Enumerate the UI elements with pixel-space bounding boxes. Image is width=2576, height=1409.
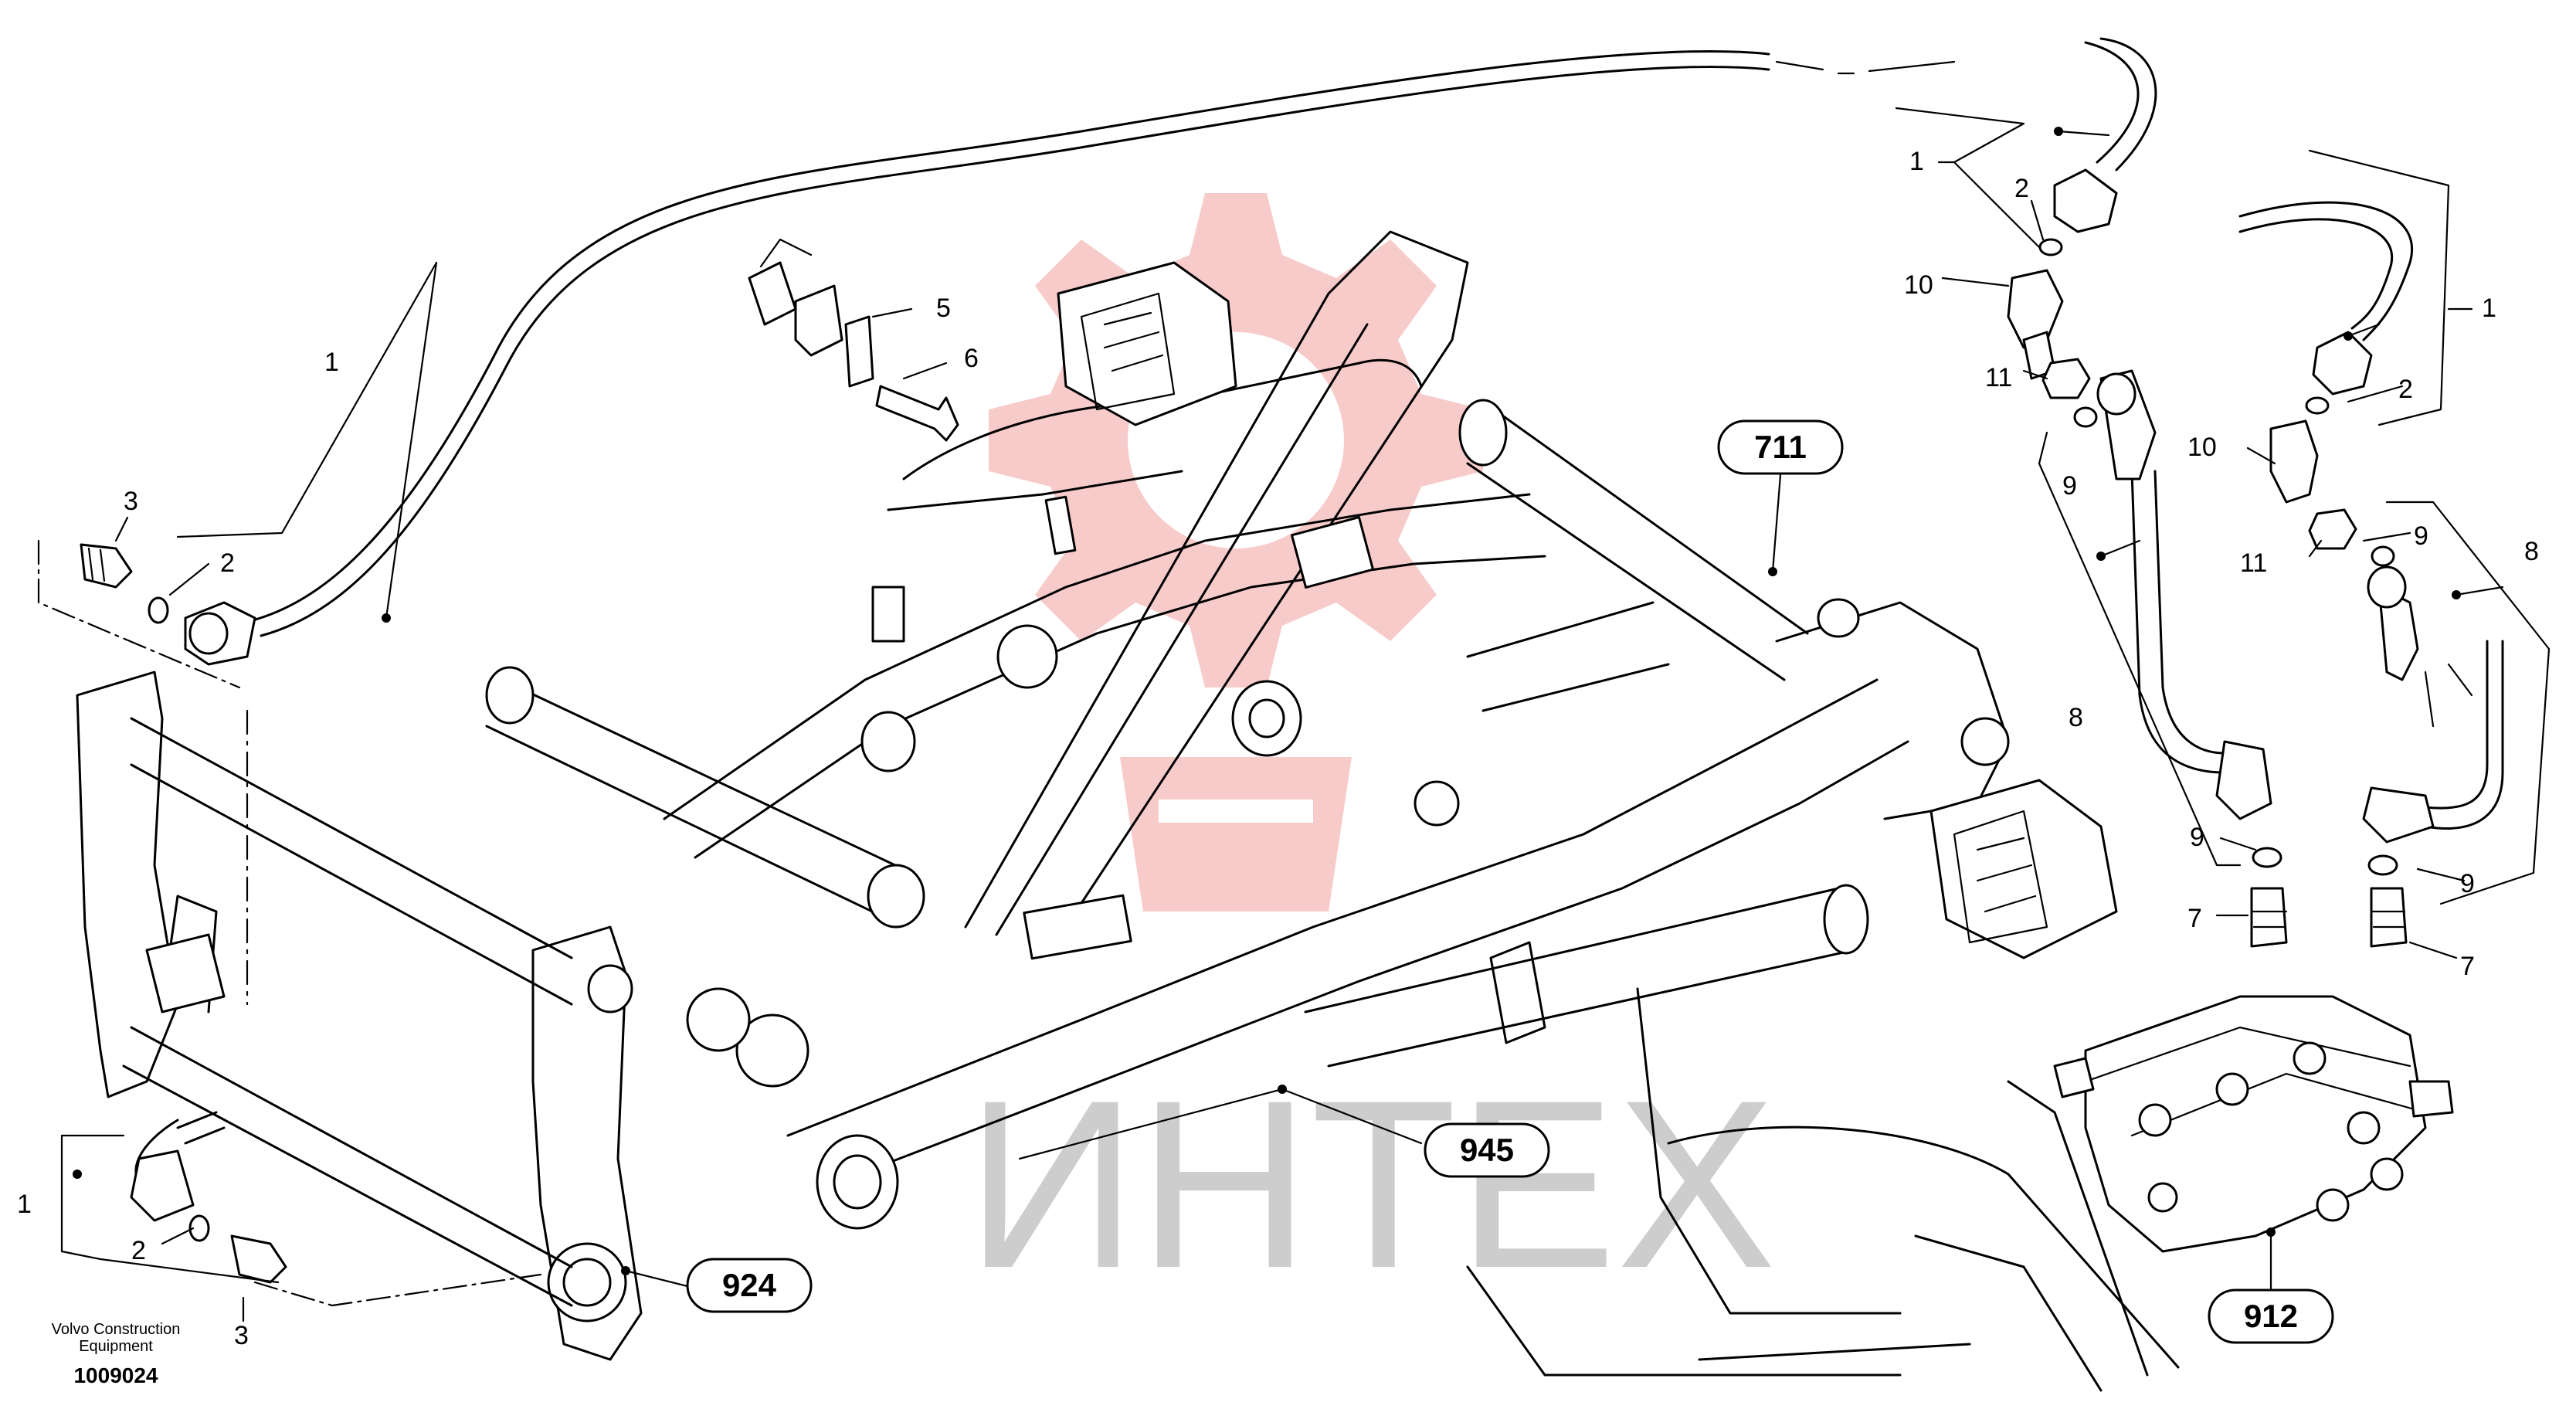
headlight-left xyxy=(1057,261,1237,426)
company-name-line1: Volvo Construction xyxy=(52,1321,181,1338)
callout-11-left: 11 xyxy=(1985,363,2012,392)
callout-8-left: 8 xyxy=(2069,703,2083,732)
callout-1-top-left: 1 xyxy=(324,348,339,377)
control-valve xyxy=(2053,995,2454,1253)
callout-9-lower-left: 9 xyxy=(2190,823,2204,852)
callout-3-bottom-left: 3 xyxy=(234,1321,249,1350)
hoses xyxy=(130,37,2504,1222)
small-parts xyxy=(80,238,2454,1284)
leader-lines xyxy=(37,107,2551,1322)
drawing-caption: Volvo Construction Equipment 1009024 xyxy=(52,1321,181,1387)
ref-711: 711 xyxy=(1754,429,1807,465)
callout-1-top-right-left: 1 xyxy=(1909,147,1924,176)
ref-945: 945 xyxy=(1460,1132,1514,1168)
callout-2-bottom-left: 2 xyxy=(131,1236,146,1265)
callout-1-top-right-right: 1 xyxy=(2482,294,2496,323)
callout-10-right: 10 xyxy=(2187,433,2217,462)
ref-912: 912 xyxy=(2244,1298,2298,1334)
callout-7-right: 7 xyxy=(2460,952,2475,981)
callout-6: 6 xyxy=(964,344,979,373)
callout-2-top-left: 2 xyxy=(220,548,235,578)
callout-5: 5 xyxy=(936,294,951,323)
callout-2-top-right-left: 2 xyxy=(2014,174,2029,203)
callout-11-right: 11 xyxy=(2240,548,2267,578)
callout-7-left: 7 xyxy=(2187,904,2202,933)
ref-924: 924 xyxy=(722,1267,777,1303)
company-name-line2: Equipment xyxy=(79,1338,153,1355)
reference-badges: 711 945 924 912 xyxy=(686,419,2334,1344)
watermark-text: ИНТЕХ xyxy=(966,1050,1777,1318)
callout-8-right: 8 xyxy=(2524,537,2539,566)
callout-1-bottom-left: 1 xyxy=(17,1190,32,1219)
callout-3-top-left: 3 xyxy=(124,487,138,516)
left-bracket-assembly xyxy=(76,671,643,1361)
drawing-number: 1009024 xyxy=(73,1363,158,1387)
callout-9-upper-left: 9 xyxy=(2062,471,2077,501)
loader-frame-drawing xyxy=(485,230,2180,1392)
callout-9-lower-right: 9 xyxy=(2460,869,2475,898)
callout-labels: 1 2 3 5 6 1 2 3 1 2 10 11 9 8 9 7 1 2 10… xyxy=(17,147,2539,1350)
headlight-right xyxy=(1929,779,2118,959)
callout-2-top-right-right: 2 xyxy=(2398,375,2413,404)
callout-9-upper-right: 9 xyxy=(2414,521,2428,551)
callout-10-left: 10 xyxy=(1904,270,1933,300)
